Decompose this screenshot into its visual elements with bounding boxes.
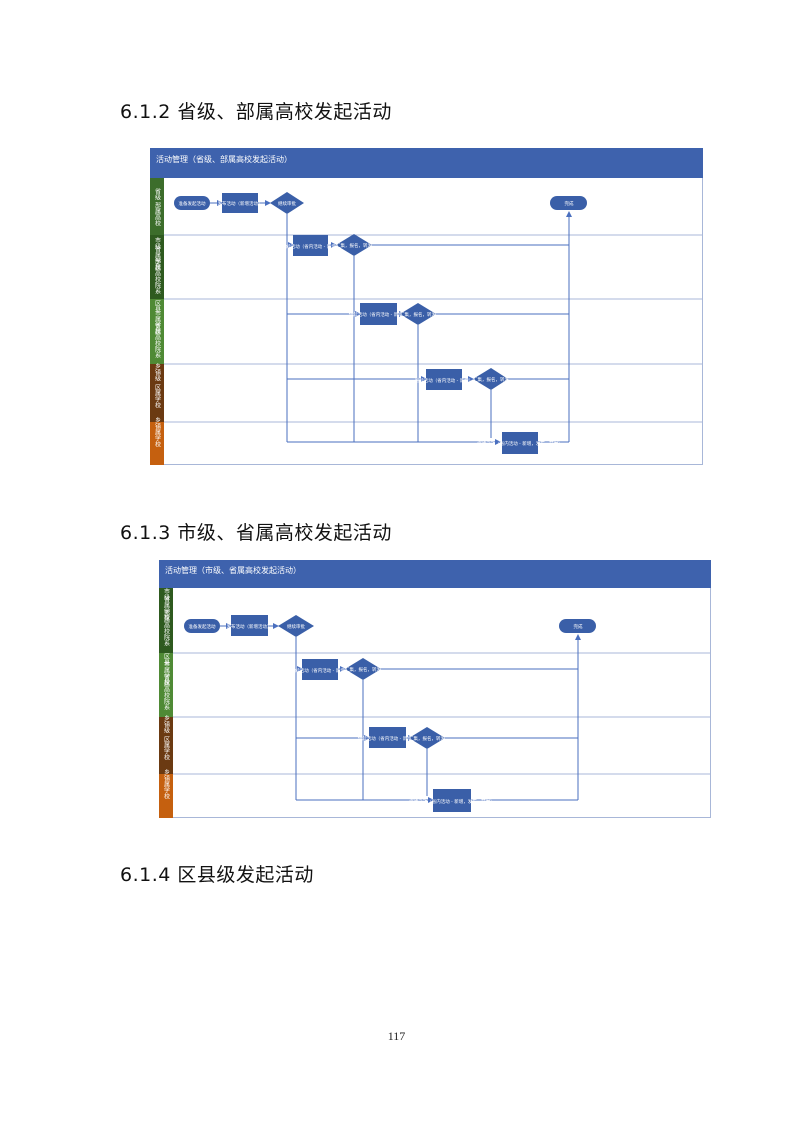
flowchart-provincial-svg: 活动管理（省级、部属高校发起活动） 省级 部属高校 市级 省属学校 部属高校院系… [150, 148, 703, 465]
node-fill-3-label: 继续活动（省内活动 - 新增） [415, 377, 473, 384]
node-judge-label: 继续审批 [287, 623, 305, 630]
lane-2-label-1: 市级 [154, 236, 161, 250]
lane-band-2 [150, 235, 164, 299]
node-review-2-label: 汇集，报名，转发 [400, 311, 436, 318]
diagram-header [150, 148, 703, 178]
lane-2-label-2: 省属学校 [154, 245, 161, 271]
node-publish [231, 615, 268, 636]
page-number: 117 [387, 1029, 406, 1043]
node-end-label: 完成 [574, 623, 583, 630]
node-review-1 [336, 234, 372, 256]
node-fill-1-label: 继续活动（省内活动 - 新增） [291, 667, 349, 674]
lane-3-label-1: 乡镇级 [163, 715, 170, 734]
diagram-title: 活动管理（省级、部属高校发起活动） [156, 154, 292, 164]
node-review-3-label: 汇集，报名，转发 [473, 376, 509, 383]
node-fill-2-label: 继续活动（省内活动 - 新增） [358, 735, 416, 742]
node-publish-label: 发布活动（新增活动） [227, 623, 272, 630]
node-start [174, 196, 210, 210]
lane-1-label-1: 省级 [154, 187, 161, 201]
node-judge [270, 192, 304, 214]
node-fill-3 [426, 369, 462, 390]
flowchart-provincial: 活动管理（省级、部属高校发起活动） 省级 部属高校 市级 省属学校 部属高校院系… [150, 148, 704, 466]
node-judge [278, 615, 314, 637]
node-fill-4 [502, 432, 538, 454]
lane-band-1 [159, 588, 173, 653]
node-fill-3 [433, 789, 471, 812]
node-review-1-label: 汇集，报名，转发 [336, 242, 372, 249]
lane-3-label-2: 市属学校 [154, 309, 161, 335]
node-start-label: 准备发起活动 [179, 200, 206, 207]
node-end [559, 619, 596, 633]
node-review-2 [409, 727, 445, 749]
lane-band-2 [159, 653, 173, 717]
node-fill-2-label: 继续活动（省内活动 - 新增） [349, 311, 407, 318]
node-end-label: 完成 [565, 200, 574, 207]
lane-1-label-3: 部属高校院系 [163, 609, 170, 646]
lane-band-3 [159, 717, 173, 774]
diagram-header [159, 560, 711, 588]
lane-4-label-2: 区属学校 [154, 384, 161, 409]
node-review-2 [400, 303, 436, 325]
lane-labels: 省级 部属高校 市级 省属学校 部属高校院系 区县 市属学校 省属高校院系 乡镇… [154, 187, 161, 448]
swimlanes [150, 178, 703, 465]
lane-3-label-3: 省属高校院系 [154, 321, 161, 358]
lane-band-1 [150, 178, 164, 235]
flowchart-municipal: 活动管理（市级、省属高校发起活动） 市级 省属学校 部属高校院系 区县 市属学校… [159, 560, 712, 819]
lane-band-4 [159, 774, 173, 818]
node-review-1 [345, 658, 381, 680]
node-fill-2 [360, 303, 397, 325]
node-start [184, 619, 220, 633]
lane-2-label-3: 省属高校院系 [163, 673, 170, 710]
lane-2-label-1: 区县 [163, 653, 170, 666]
diagram-title: 活动管理（市级、省属高校发起活动） [165, 565, 301, 575]
section-heading-6-1-4: 6.1.4 区县级发起活动 [120, 864, 314, 886]
lane-band-3 [150, 299, 164, 364]
flowchart-municipal-svg: 活动管理（市级、省属高校发起活动） 市级 省属学校 部属高校院系 区县 市属学校… [159, 560, 711, 818]
lane-2-label-2: 市属学校 [163, 660, 170, 686]
node-review-1-label: 汇集，报名，转发 [345, 666, 381, 673]
lane-1-label-2: 省属学校 [163, 595, 170, 621]
node-review-2-label: 汇集，报名，转发 [409, 735, 445, 742]
section-heading-6-1-3: 6.1.3 市级、省属高校发起活动 [120, 522, 392, 544]
lane-band-4 [150, 364, 164, 422]
lane-3-label-1: 区县 [154, 300, 161, 313]
node-fill-2 [369, 727, 406, 748]
lane-4-label-1: 乡镇属学校 [163, 769, 170, 800]
node-end [550, 196, 587, 210]
node-fill-4-label: 继续活动（省内活动 - 新增，发布，转发） [477, 440, 562, 447]
lane-3-label-2: 区属学校 [163, 736, 170, 761]
lane-labels: 市级 省属学校 部属高校院系 区县 市属学校 省属高校院系 乡镇级 区属学校 乡… [163, 587, 170, 800]
swimlanes [159, 588, 711, 818]
section-heading-6-1-2: 6.1.2 省级、部属高校发起活动 [120, 101, 392, 123]
lane-band-5 [150, 422, 164, 465]
lane-4-label-1: 乡镇级 [154, 363, 161, 382]
node-fill-1 [302, 659, 338, 680]
lane-2-label-3: 部属高校院系 [154, 257, 161, 294]
node-publish [222, 193, 258, 213]
node-fill-1 [293, 235, 328, 256]
node-start-label: 准备发起活动 [189, 623, 216, 630]
connectors [220, 623, 581, 803]
lane-5-label-1: 乡镇属学校 [154, 417, 161, 448]
node-review-3 [473, 368, 508, 390]
node-judge-label: 继续审批 [278, 200, 296, 207]
node-fill-3-label: 继续活动（省内活动 - 新增，发布，转发） [409, 798, 494, 805]
node-fill-1-label: 继续活动（省内活动 - 新增） [282, 243, 340, 250]
lane-1-label-1: 市级 [163, 587, 170, 601]
lane-1-label-2: 部属高校 [154, 201, 161, 227]
connectors [208, 200, 572, 445]
node-publish-label: 发布活动（新增活动） [218, 200, 263, 207]
